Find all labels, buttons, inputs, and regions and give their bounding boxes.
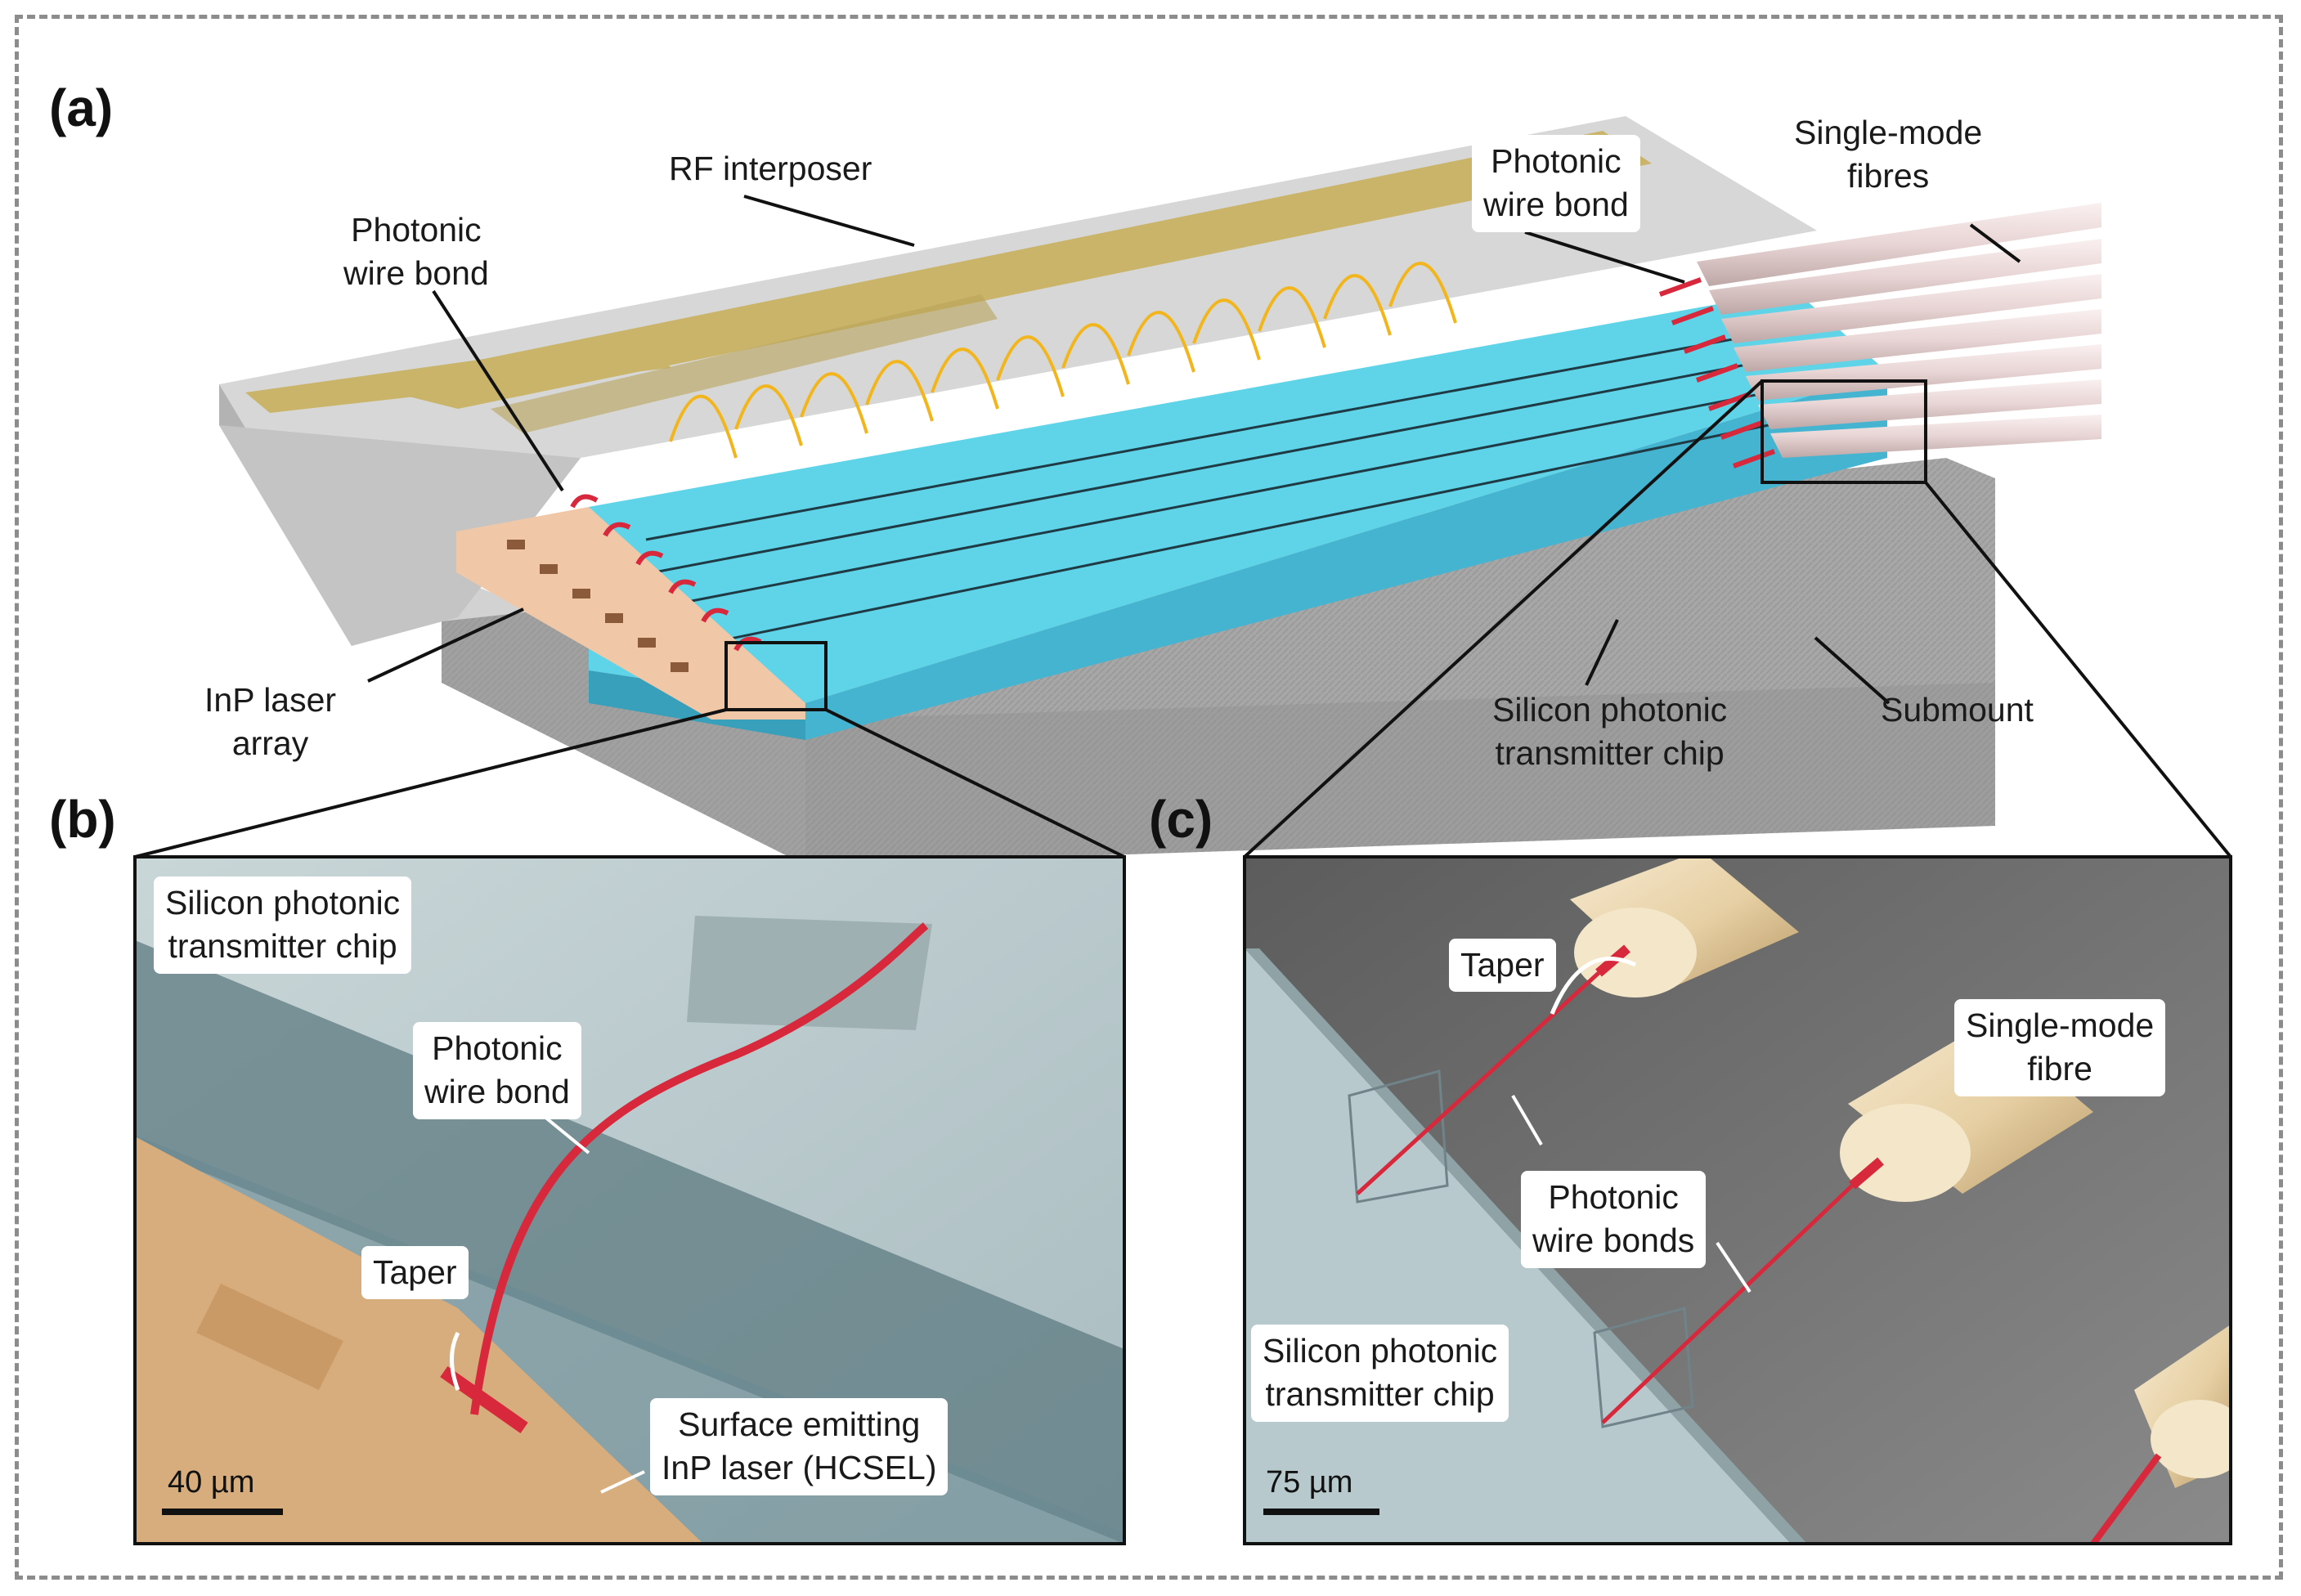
laser-pads bbox=[507, 540, 689, 672]
si-chip-front bbox=[805, 372, 1887, 740]
rf-interposer-traces bbox=[245, 131, 1652, 433]
label-photonic-wire-bonds-c: Photonic wire bonds bbox=[1521, 1171, 1707, 1268]
taper-bracket bbox=[450, 1331, 460, 1391]
photonic-wire-bonds-fibre bbox=[1658, 277, 1776, 468]
submount-front bbox=[805, 683, 1995, 865]
zoom-box-b bbox=[724, 641, 828, 711]
label-si-chip-c: Silicon photonic transmitter chip bbox=[1251, 1325, 1509, 1422]
label-rf-interposer: RF interposer bbox=[669, 150, 872, 187]
panel-c-border bbox=[1243, 855, 2232, 1545]
single-mode-fibres bbox=[1697, 203, 2101, 458]
dashed-border bbox=[15, 15, 2283, 1580]
scale-label-c: 75 µm bbox=[1266, 1465, 1353, 1500]
label-single-mode-fibre-c: Single-mode fibre bbox=[1954, 999, 2166, 1096]
label-photonic-wire-bond-left: Photonic wire bond bbox=[343, 211, 489, 293]
submount-side bbox=[442, 572, 805, 865]
scale-label-b: 40 µm bbox=[168, 1465, 255, 1500]
taper-sem bbox=[440, 1366, 528, 1433]
leader-lines-c bbox=[1511, 1094, 1752, 1293]
panel-b-sem bbox=[135, 857, 1124, 1544]
si-chip-waveguides bbox=[645, 325, 1849, 648]
leader-lines-a bbox=[367, 195, 2021, 705]
gold-rf-bonds bbox=[669, 262, 1457, 459]
label-taper-b: Taper bbox=[361, 1246, 469, 1300]
label-si-chip-b: Silicon photonic transmitter chip bbox=[154, 876, 412, 974]
label-single-mode-fibres: Single-mode fibres bbox=[1783, 106, 1994, 204]
scale-bar-b bbox=[162, 1509, 283, 1515]
label-photonic-wire-bond-right: Photonic wire bond bbox=[1472, 135, 1640, 232]
panel-label-c: (c) bbox=[1149, 790, 1213, 849]
panel-c-sem bbox=[1245, 857, 2231, 1544]
panel-a-3d-module bbox=[219, 116, 2101, 865]
label-submount: Submount bbox=[1881, 691, 2034, 729]
scale-bar-c bbox=[1263, 1509, 1379, 1515]
label-photonic-wire-bond-b: Photonic wire bond bbox=[413, 1022, 581, 1119]
leader-lines-b bbox=[542, 1114, 645, 1494]
photonic-wire-bond-sem bbox=[470, 922, 929, 1415]
label-laser-b: Surface emitting InP laser (HCSEL) bbox=[650, 1398, 949, 1495]
panel-label-a: (a) bbox=[49, 78, 114, 137]
rf-interposer-side bbox=[219, 425, 581, 646]
panel-label-b: (b) bbox=[49, 790, 116, 849]
si-chip-trench bbox=[687, 916, 932, 1030]
zoom-connectors bbox=[134, 379, 2232, 859]
label-taper-c: Taper bbox=[1449, 939, 1556, 993]
submount-top bbox=[442, 458, 1995, 865]
fibre-cylinder-3 bbox=[2134, 1325, 2231, 1488]
taper-bracket-c bbox=[1550, 957, 1637, 1015]
panel-b-border bbox=[133, 855, 1126, 1545]
zoom-box-c bbox=[1761, 379, 1927, 484]
inp-laser-array bbox=[456, 507, 805, 720]
fibre-cylinder-1 bbox=[1570, 857, 1799, 998]
laser-surface-detail bbox=[196, 1284, 343, 1390]
label-inp-laser-array: InP laser array bbox=[204, 681, 337, 763]
photonic-wire-bonds-laser bbox=[570, 494, 762, 652]
label-si-chip-a: Silicon photonic transmitter chip bbox=[1492, 691, 1728, 773]
hcsel-laser-body bbox=[135, 1136, 703, 1544]
